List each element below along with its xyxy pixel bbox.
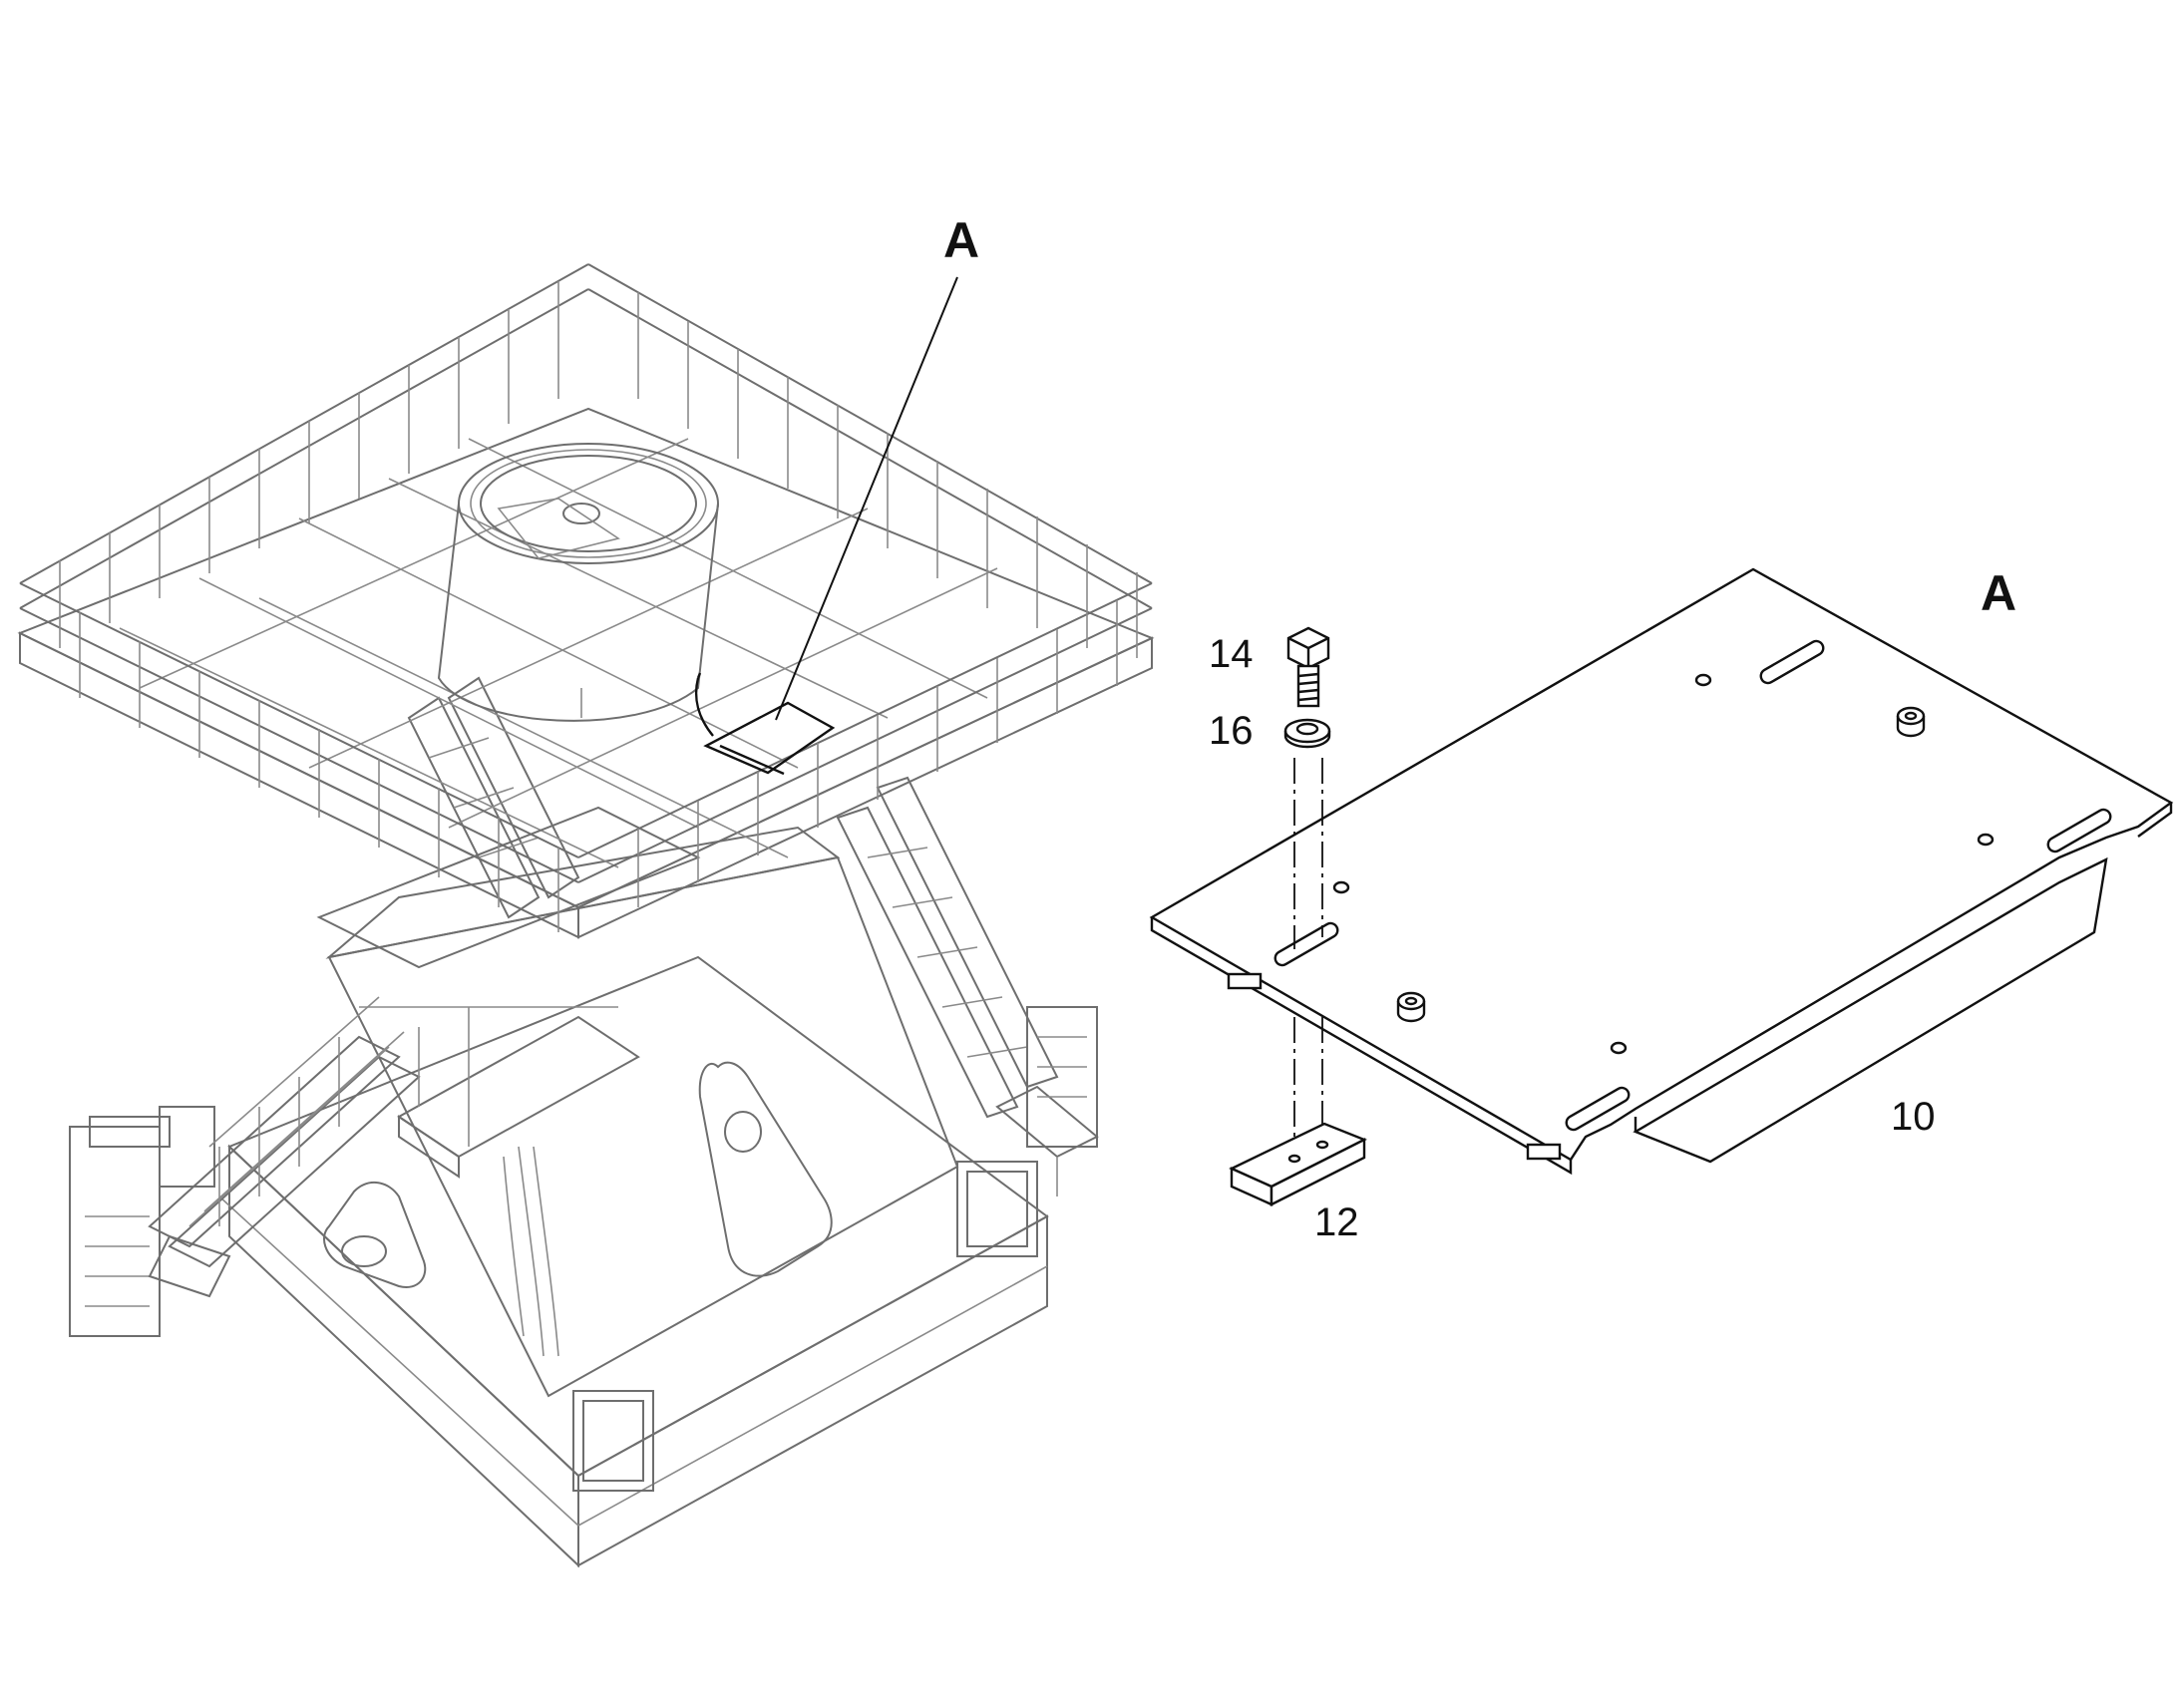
detail-marker-label-right: A: [1981, 565, 2017, 621]
part-number-10: 10: [1891, 1095, 1936, 1139]
part-12-spacer-bar: [1229, 1122, 1367, 1206]
main-deck: [17, 407, 1155, 969]
assembly-axis-lines: [1293, 758, 1323, 1155]
detail-leader-line: [775, 276, 958, 721]
stairs-right: [836, 776, 1099, 1196]
tower-body: [323, 826, 959, 1398]
boss-1: [1896, 706, 1926, 738]
guard-rail: [19, 263, 1153, 932]
detail-marker-label-left: A: [943, 212, 980, 268]
boss-2: [1396, 991, 1426, 1023]
part-number-12: 12: [1314, 1200, 1359, 1244]
detail-a-view: [1149, 567, 2174, 1206]
part-14-bolt: [1286, 626, 1330, 708]
pedestal-base: [159, 955, 1049, 1568]
plate-location-highlight: [694, 672, 836, 776]
part-number-14: 14: [1209, 632, 1254, 676]
part-16-washer: [1283, 718, 1331, 749]
tower-top: [437, 443, 719, 722]
platform-assembly: [17, 263, 1155, 1568]
stairs-left: [69, 996, 640, 1337]
part-10-cover-plate: [1149, 567, 2174, 1176]
part-number-16: 16: [1209, 709, 1254, 753]
